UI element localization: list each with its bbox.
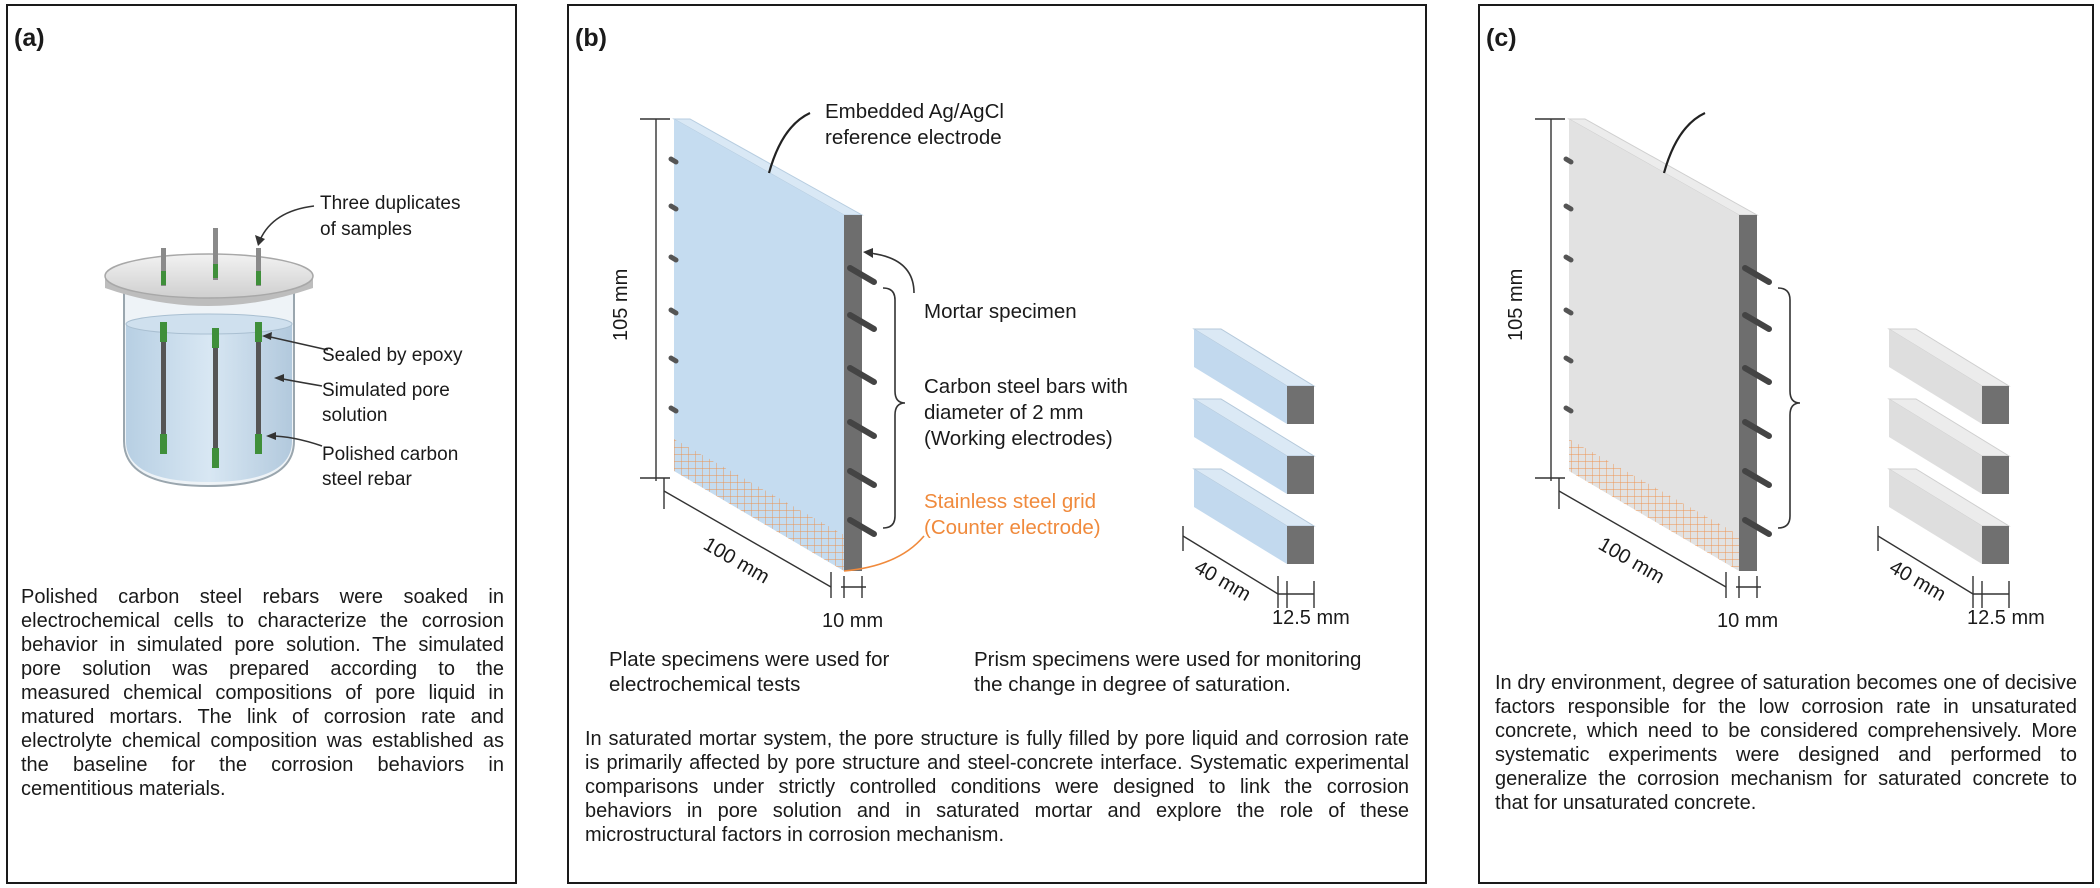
panel-c: (c) <box>1478 4 2094 884</box>
rebar-label-1: Polished carbon <box>322 444 458 465</box>
thickness-label: 10 mm <box>1717 610 1778 632</box>
panel-b-description: In saturated mortar system, the pore str… <box>585 728 1409 846</box>
panel-a-description: Polished carbon steel rebars were soaked… <box>21 586 504 800</box>
mortar-specimen-illustration: 105 mm 100 mm 10 mm Embedded Ag/AgCl ref… <box>610 100 1350 632</box>
prism-caption-line-2: the change in degree of saturation. <box>974 673 1291 696</box>
counter-electrode-lead <box>843 535 925 572</box>
bars-brace <box>882 287 906 529</box>
prism-dimensions <box>1182 526 1315 608</box>
mortar-arrowhead <box>863 248 873 258</box>
reference-label-2: reference electrode <box>825 126 1002 149</box>
prism-caption-line-1: Prism specimens were used for monitoring <box>974 648 1362 671</box>
electrochemical-cell-illustration: Three duplicates of samples Sealed by ep… <box>104 193 463 490</box>
height-dimension <box>1535 118 1565 481</box>
sealed-label: Sealed by epoxy <box>322 345 463 366</box>
thickness-label: 10 mm <box>822 610 883 632</box>
grid-label-1: Stainless steel grid <box>924 490 1096 513</box>
width-dimension <box>1558 478 1727 598</box>
bars-label-1: Carbon steel bars with <box>924 375 1128 398</box>
width-label: 100 mm <box>700 533 774 588</box>
prism-length-label: 40 mm <box>1886 556 1950 606</box>
panel-label: (b) <box>575 24 607 52</box>
reference-electrode-lead <box>767 112 811 174</box>
carbon-steel-bars <box>1563 156 1772 537</box>
pore-label-2: solution <box>322 405 388 426</box>
prism-side-label: 12.5 mm <box>1967 607 2045 629</box>
plate-caption: Plate specimens were used for electroche… <box>609 647 889 697</box>
bars-label-2: diameter of 2 mm <box>924 401 1084 424</box>
carbon-steel-bars <box>668 156 877 537</box>
reference-electrode-lead <box>1662 112 1706 174</box>
rebar-label-2: steel rebar <box>322 469 412 490</box>
panel-label: (c) <box>1486 24 1517 52</box>
arrowheads <box>255 235 284 440</box>
width-label: 100 mm <box>1595 533 1669 588</box>
beaker <box>123 290 295 488</box>
prism-specimens <box>1192 328 1316 564</box>
height-label: 105 mm <box>610 269 632 341</box>
duplicates-label-1: Three duplicates <box>320 193 460 214</box>
reference-label-1: Embedded Ag/AgCl <box>825 100 1004 123</box>
thickness-dimension <box>1736 576 1761 598</box>
mortar-label: Mortar specimen <box>924 300 1077 323</box>
panel-label: (a) <box>14 24 45 52</box>
pore-label-1: Simulated pore <box>322 380 450 401</box>
concrete-plate <box>1567 118 1759 571</box>
plate-caption-line-1: Plate specimens were used for <box>609 648 890 671</box>
concrete-specimen-illustration: 105 mm 100 mm 10 mm <box>1505 112 2045 632</box>
panel-c-description: In dry environment, degree of saturation… <box>1495 672 2077 814</box>
mortar-arrow <box>868 252 915 294</box>
grid-label-2: (Counter electrode) <box>924 516 1101 539</box>
height-dimension <box>640 118 670 481</box>
panel-a: (a) <box>6 4 517 884</box>
plate-caption-line-2: electrochemical tests <box>609 673 801 696</box>
mortar-plate <box>672 118 864 571</box>
thickness-dimension <box>841 576 866 598</box>
rebars <box>160 228 262 468</box>
prism-caption: Prism specimens were used for monitoring… <box>974 647 1361 697</box>
prism-specimens <box>1887 328 2011 564</box>
bars-brace <box>1777 287 1801 529</box>
bars-label-3: (Working electrodes) <box>924 427 1113 450</box>
prism-dimensions <box>1877 526 2010 608</box>
panel-b: (b) <box>567 4 1427 884</box>
duplicates-label-2: of samples <box>320 219 412 240</box>
prism-side-label: 12.5 mm <box>1272 607 1350 629</box>
height-label: 105 mm <box>1505 269 1527 341</box>
prism-length-label: 40 mm <box>1191 556 1255 606</box>
width-dimension <box>663 478 832 598</box>
